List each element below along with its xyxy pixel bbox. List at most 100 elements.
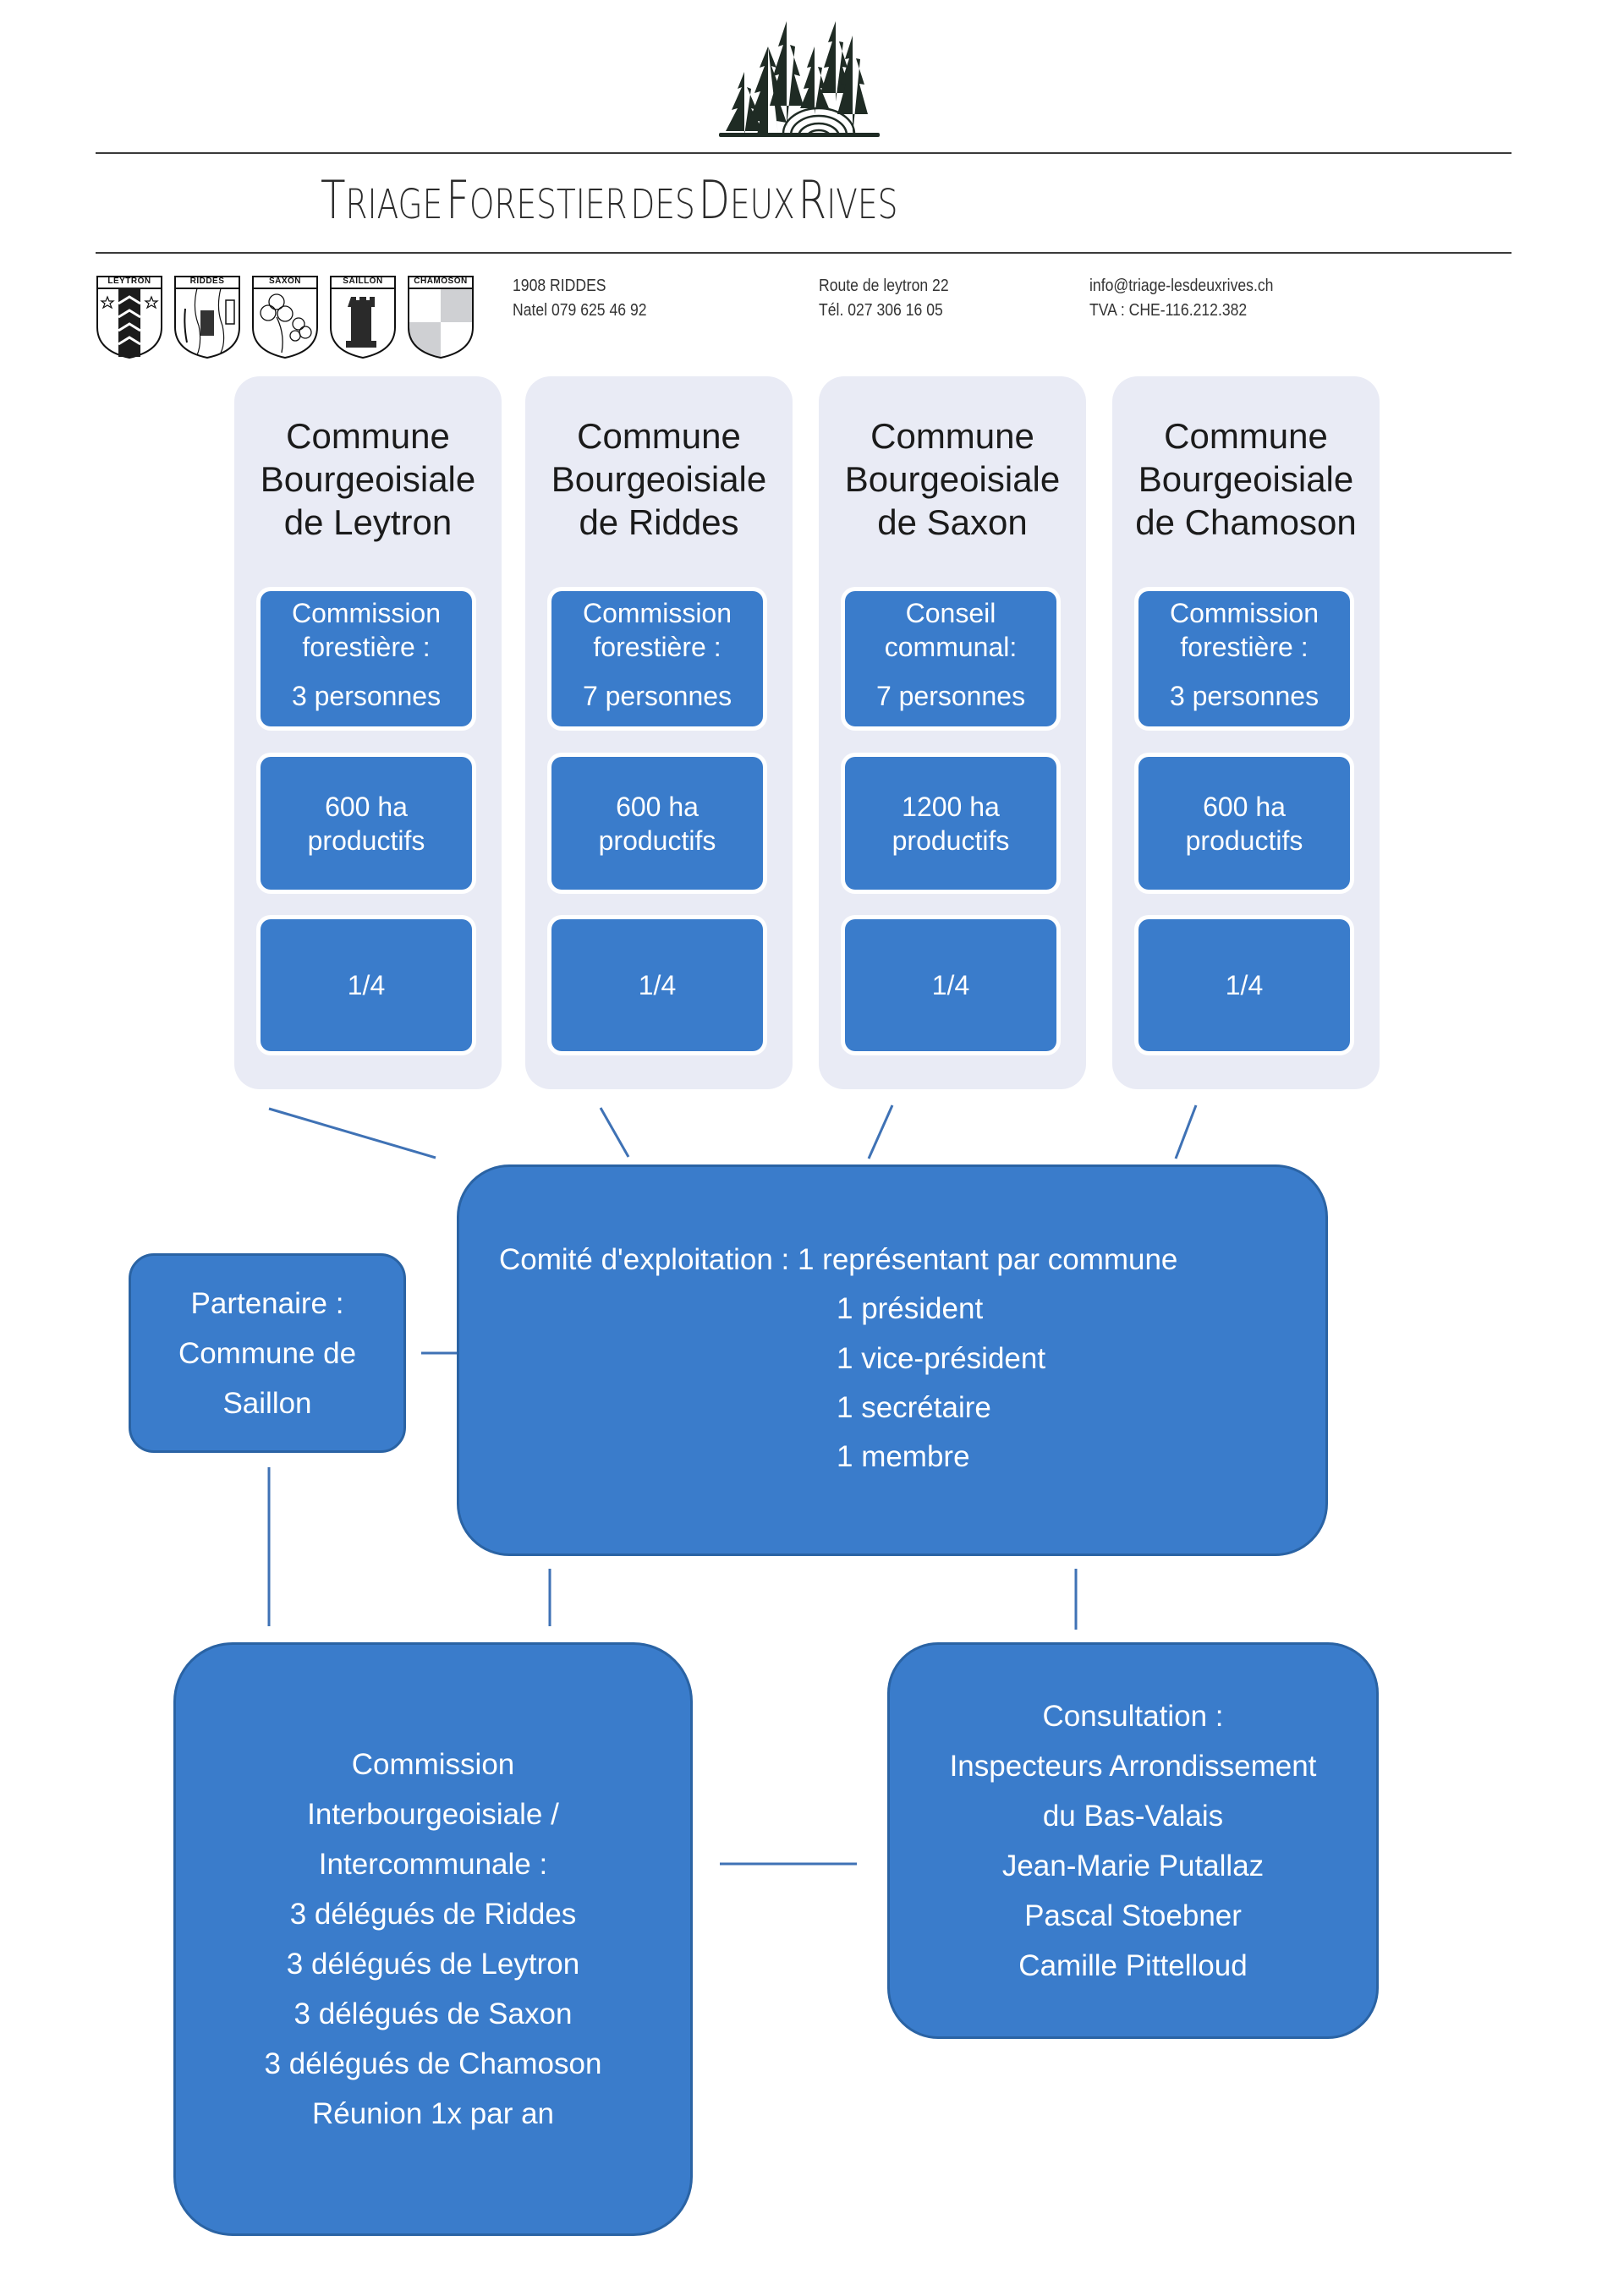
commission-line: Intercommunale : (318, 1848, 548, 1881)
governance-line: communal: (884, 632, 1018, 662)
commune-column-leytron: Commune Bourgeoisiale de Leytron Commiss… (234, 376, 502, 1089)
comite-member: 1 représentant par commune (797, 1243, 1178, 1276)
area-value: 1200 ha (902, 791, 1000, 822)
commune-column-riddes: Commune Bourgeoisiale de Riddes Commissi… (525, 376, 793, 1089)
title-word-5: RIVES (798, 169, 898, 231)
share-value: 1/4 (1225, 970, 1264, 1000)
leytron-coat-of-arms-icon: LEYTRON (96, 275, 163, 359)
commune-title-line: Bourgeoisiale (260, 459, 476, 499)
shield-label: RIDDES (189, 277, 225, 286)
area-label: productifs (598, 825, 716, 856)
partenaire-line: Partenaire : (190, 1286, 344, 1320)
governance-line: forestière : (593, 632, 721, 662)
commune-title-line: Bourgeoisiale (551, 459, 767, 499)
phone-line: Tél. 027 306 16 05 (819, 301, 943, 320)
area-value: 600 ha (616, 791, 699, 822)
commission-line: 3 délégués de Chamoson (264, 2047, 602, 2080)
productive-area-box: 600 ha productifs (551, 757, 763, 890)
shield-label: SAILLON (343, 277, 383, 286)
saxon-coat-of-arms-icon: SAXON (251, 275, 319, 359)
comite-label: Comité d'exploitation : (499, 1243, 790, 1276)
connector-chamoson-comite (1174, 1104, 1198, 1159)
governance-members: 3 personnes (1169, 681, 1320, 711)
chamoson-coat-of-arms-icon: CHAMOSON (407, 275, 475, 359)
partenaire-line: Commune de (178, 1336, 357, 1370)
address-line: 1908 RIDDES (513, 277, 606, 295)
governance-box: Commission forestière : 3 personnes (261, 591, 472, 726)
commission-line: 3 délégués de Saxon (294, 1997, 573, 2030)
governance-members: 3 personnes (291, 681, 442, 711)
governance-line: forestière : (302, 632, 431, 662)
governance-box: Commission forestière : 3 personnes (1138, 591, 1350, 726)
contact-email-block: info@triage-lesdeuxrives.ch TVA : CHE-11… (1089, 274, 1298, 323)
governance-line: forestière : (1180, 632, 1309, 662)
productive-area-box: 1200 ha productifs (845, 757, 1056, 890)
comite-label-row: Comité d'exploitation : 1 représentant p… (499, 1243, 1177, 1277)
organization-title: TRIAGE FORESTIER DES DEUX RIVES (321, 169, 898, 231)
title-word-4: DEUX (698, 169, 795, 231)
commune-title-line: Commune (286, 416, 450, 456)
commune-column-chamoson: Commune Bourgeoisiale de Chamoson Commis… (1112, 376, 1380, 1089)
commission-interbourgeoisiale-box: Commission Interbourgeoisiale / Intercom… (173, 1642, 693, 2236)
area-value: 600 ha (325, 791, 408, 822)
commune-title: Commune Bourgeoisiale de Riddes (525, 414, 793, 544)
share-box: 1/4 (1138, 919, 1350, 1051)
shield-label: CHAMOSON (414, 277, 468, 286)
area-label: productifs (307, 825, 425, 856)
email-link[interactable]: info@triage-lesdeuxrives.ch (1089, 277, 1274, 295)
coats-of-arms-row: LEYTRON RIDDES SAXON (96, 275, 475, 359)
governance-members: 7 personnes (875, 681, 1026, 711)
share-value: 1/4 (931, 970, 970, 1000)
comite-member: 1 secrétaire (837, 1391, 991, 1424)
consultation-line: Consultation : (1042, 1699, 1224, 1733)
commune-title: Commune Bourgeoisiale de Leytron (234, 414, 502, 544)
connector-leytron-comite (268, 1107, 436, 1159)
comite-member: 1 président (837, 1292, 984, 1325)
commune-title-line: Bourgeoisiale (1138, 459, 1354, 499)
share-value: 1/4 (347, 970, 386, 1000)
consultation-line: Inspecteurs Arrondissement (949, 1749, 1317, 1783)
partenaire-line: Saillon (222, 1386, 312, 1420)
header-divider-top (96, 152, 1512, 154)
commission-line: Réunion 1x par an (311, 2097, 555, 2130)
vat-number: TVA : CHE-116.212.382 (1089, 301, 1248, 320)
title-word-2: FORESTIER (446, 169, 628, 231)
street-line: Route de leytron 22 (819, 277, 949, 295)
commune-title: Commune Bourgeoisiale de Saxon (819, 414, 1086, 544)
saillon-coat-of-arms-icon: SAILLON (329, 275, 397, 359)
commune-title-line: de Leytron (283, 502, 453, 542)
connector-riddes-comite (599, 1107, 630, 1158)
share-box: 1/4 (845, 919, 1056, 1051)
consultation-line: Camille Pittelloud (1018, 1948, 1248, 1982)
consultation-line: du Bas-Valais (1042, 1799, 1224, 1833)
comite-member: 1 vice-président (837, 1342, 1046, 1375)
commune-title-line: de Saxon (877, 502, 1028, 542)
productive-area-box: 600 ha productifs (1138, 757, 1350, 890)
title-word-3: DES (630, 181, 695, 228)
comite-exploitation-box: Comité d'exploitation : 1 représentant p… (457, 1164, 1328, 1556)
commission-line: Interbourgeoisiale / (307, 1798, 559, 1831)
share-box: 1/4 (551, 919, 763, 1051)
governance-box: Commission forestière : 7 personnes (551, 591, 763, 726)
comite-member: 1 membre (837, 1440, 970, 1473)
consultation-box: Consultation : Inspecteurs Arrondissemen… (887, 1642, 1379, 2039)
area-label: productifs (1185, 825, 1303, 856)
commune-title-line: Commune (577, 416, 741, 456)
commune-title-line: Commune (870, 416, 1034, 456)
governance-line: Conseil (905, 598, 996, 628)
governance-box: Conseil communal: 7 personnes (845, 591, 1056, 726)
title-word-1: TRIAGE (321, 169, 443, 231)
contact-street-block: Route de leytron 22 Tél. 027 306 16 05 (819, 274, 967, 323)
area-label: productifs (892, 825, 1010, 856)
commune-title-line: de Riddes (579, 502, 739, 542)
commune-title-line: de Chamoson (1135, 502, 1357, 542)
governance-line: Commission (582, 598, 732, 628)
share-value: 1/4 (638, 970, 677, 1000)
riddes-coat-of-arms-icon: RIDDES (173, 275, 241, 359)
commission-line: Commission (351, 1748, 515, 1781)
governance-line: Commission (1169, 598, 1320, 628)
header-divider-bottom (96, 252, 1512, 254)
commune-title-line: Bourgeoisiale (844, 459, 1061, 499)
shield-label: LEYTRON (107, 277, 151, 286)
share-box: 1/4 (261, 919, 472, 1051)
